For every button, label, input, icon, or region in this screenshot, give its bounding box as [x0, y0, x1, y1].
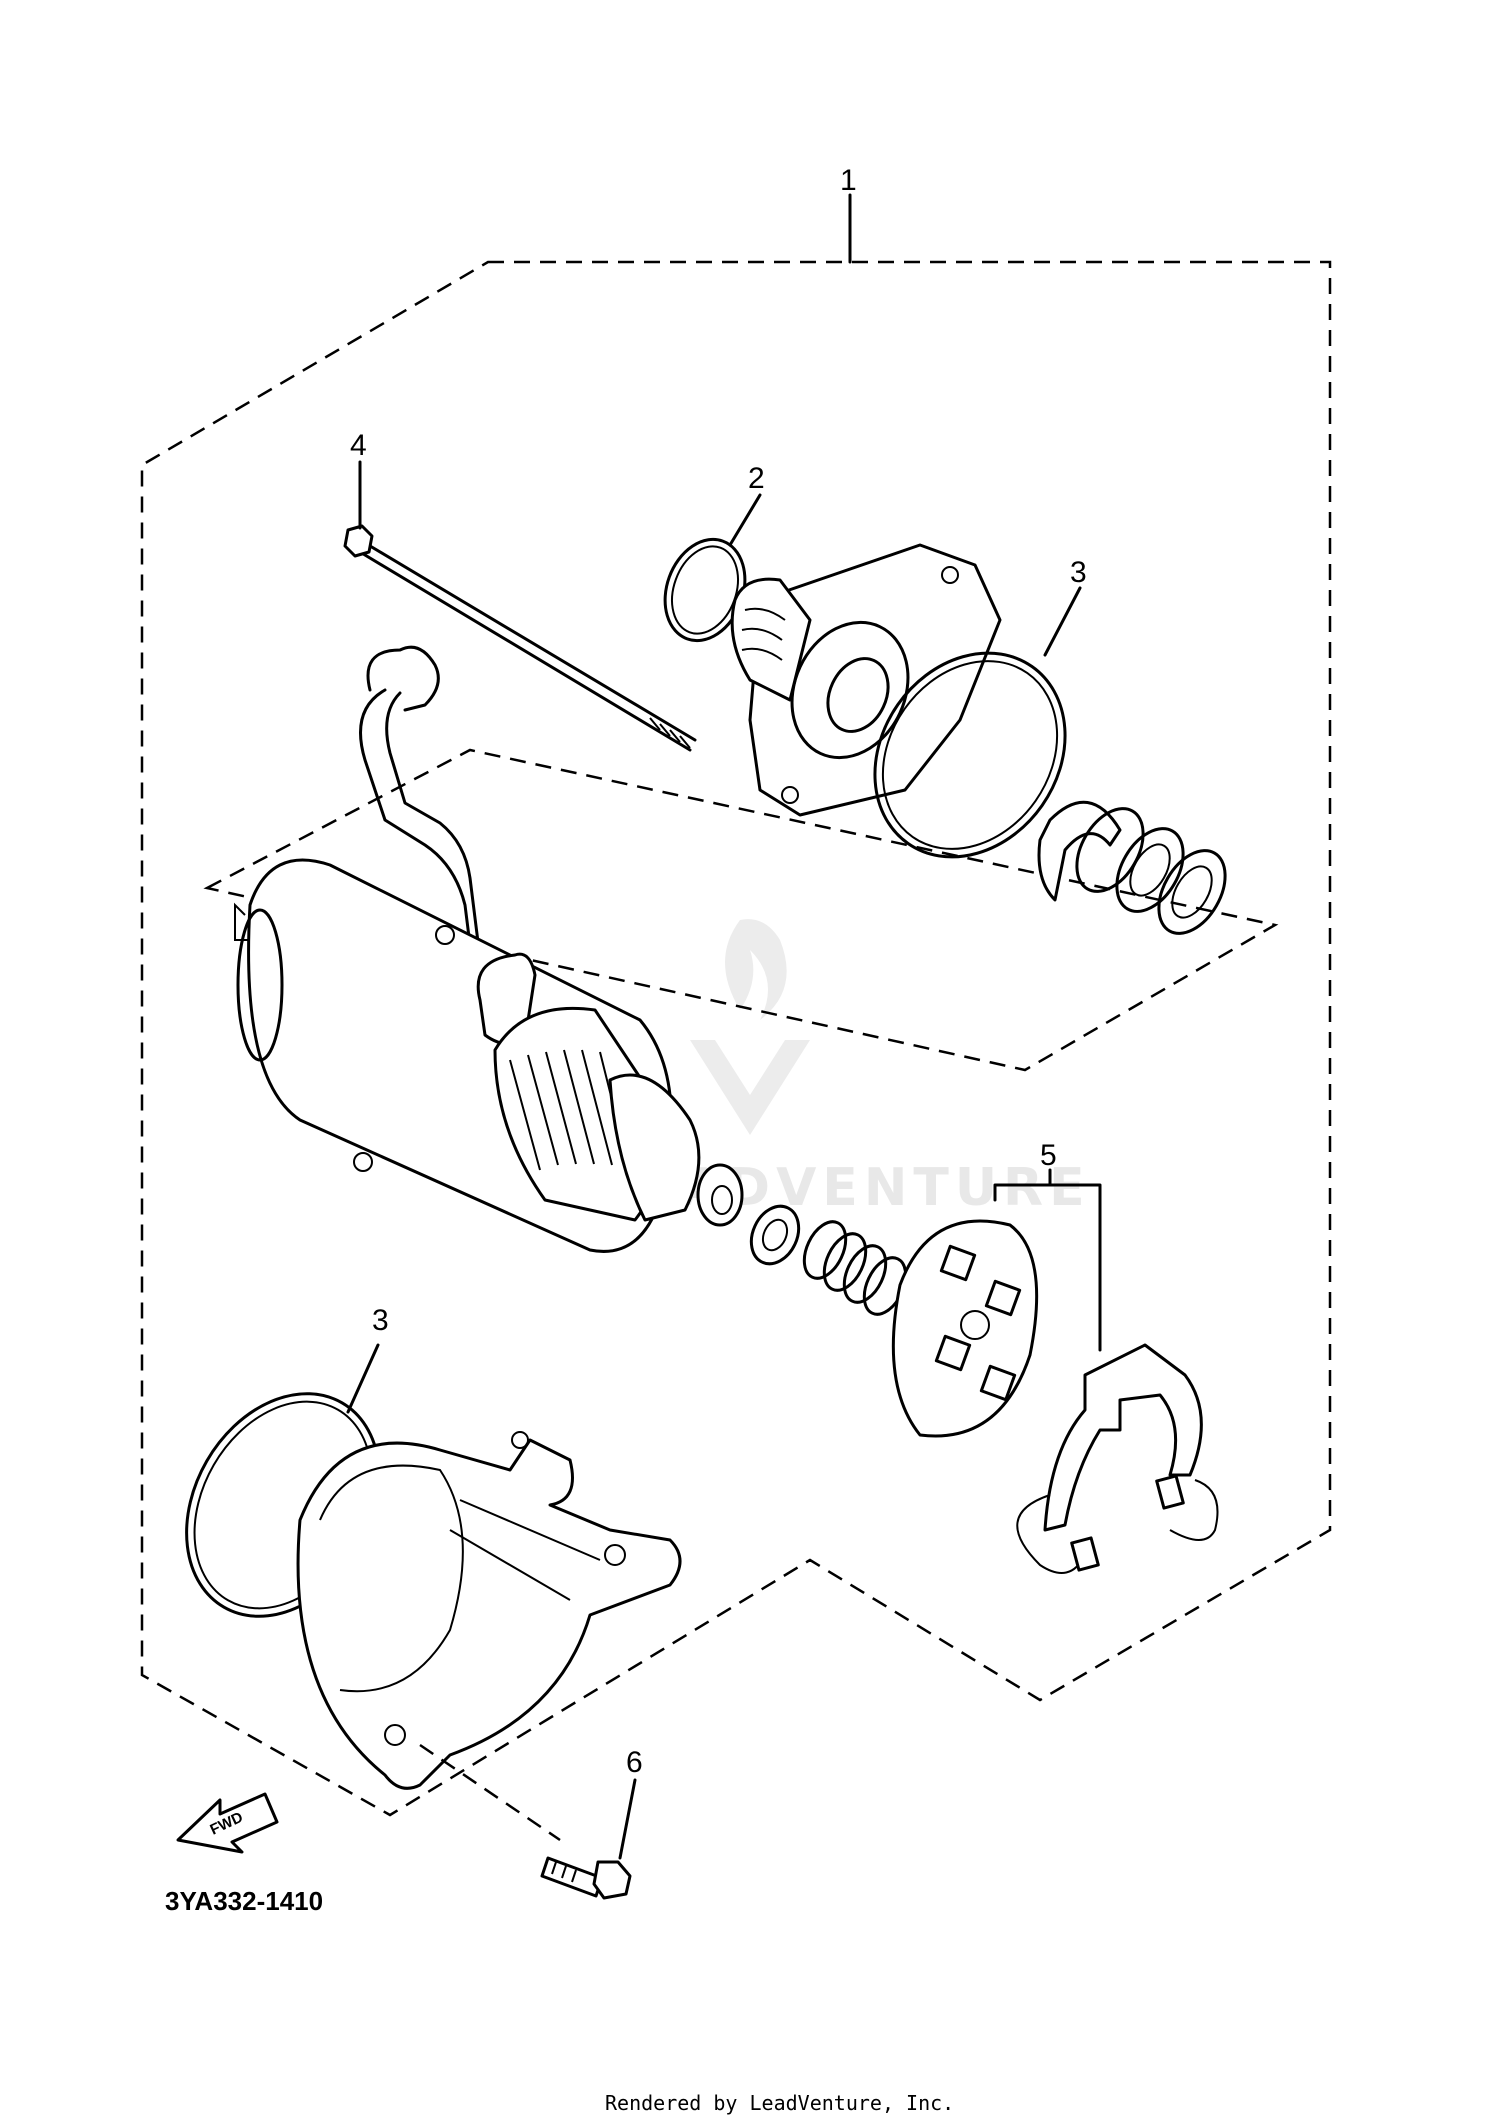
brush-holder-plate	[891, 1219, 1039, 1438]
callout-part-3-lower: 3	[372, 1304, 389, 1337]
motor-yoke	[234, 645, 744, 1253]
subassembly-plane	[203, 748, 1279, 1072]
forward-arrow-icon: FWD	[176, 1792, 279, 1854]
diagram-reference-code: 3YA332-1410	[165, 1886, 323, 1916]
leader-part-3-lower	[346, 1343, 380, 1414]
washer	[749, 1204, 801, 1266]
callout-part-6: 6	[626, 1746, 643, 1779]
callout-part-2: 2	[748, 462, 765, 495]
leader-part-5-bracket	[993, 1183, 1102, 1352]
through-bolt	[343, 524, 697, 752]
callout-part-3-upper: 3	[1070, 556, 1087, 589]
render-credit: Rendered by LeadVenture, Inc.	[605, 2091, 954, 2115]
assembly-boundary	[140, 260, 1332, 1817]
o-ring-large-upper	[873, 651, 1067, 859]
shim-washers	[1037, 800, 1227, 935]
rear-cover	[296, 1431, 682, 1790]
mounting-bolt	[419, 1743, 632, 1900]
callout-part-4: 4	[350, 429, 367, 462]
callout-part-5: 5	[1040, 1139, 1057, 1172]
brush-lead-set	[1016, 1343, 1219, 1574]
leader-part-3-upper	[1043, 586, 1082, 657]
leader-part-2	[728, 493, 762, 547]
front-cover	[730, 543, 1002, 817]
callout-part-1: 1	[840, 164, 857, 197]
leader-part-6	[618, 1778, 637, 1860]
